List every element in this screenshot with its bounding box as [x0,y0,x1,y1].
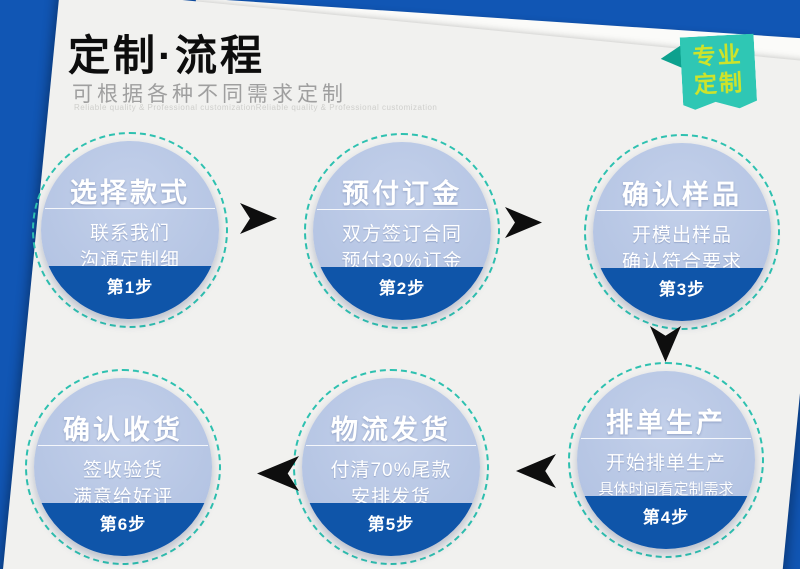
step-circle-body: 确认收货 签收验货 满意给好评 第6步 [34,378,212,556]
page-subtitle: 可根据各种不同需求定制 [72,83,347,106]
step-circle-body: 排单生产 开始排单生产 具体时间看定制需求 第4步 [577,371,755,549]
step-divider [38,445,208,446]
step-title: 确认样品 [622,180,742,210]
step-circle-body: 预付订金 双方签订合同 预付30%订金 第2步 [313,142,491,320]
arrow-right-icon [240,203,277,234]
step-circle-body: 选择款式 联系我们 沟通定制细 第1步 [41,141,219,319]
step-circle-body: 确认样品 开模出样品 确认符合要求 第3步 [593,143,771,321]
step-desc-line: 满意给好评 [72,487,173,508]
step-title: 预付订金 [342,179,462,209]
step-desc-line: 开始排单生产 [605,453,726,474]
watermark-text: Reliable quality & Professional customiz… [74,103,438,112]
step-number-label: 第6步 [99,515,147,534]
step-desc-line: 确认符合要求 [621,252,742,273]
step-number-band: 第2步 [313,267,491,320]
step-divider [317,209,487,210]
step-circle-body: 物流发货 付清70%尾款 安排发货 第5步 [302,378,480,556]
page-title: 定制·流程 [68,32,265,79]
step-number-label: 第2步 [378,279,426,298]
step-divider [306,445,476,446]
step-number-label: 第1步 [106,278,154,297]
step-desc-line: 沟通定制细 [79,250,180,271]
arrow-down-icon [650,326,681,362]
step-number-band: 第3步 [593,268,771,321]
arrow-left-icon [516,454,556,488]
step-number-label: 第3步 [658,280,706,299]
arrow-left-icon [257,456,299,491]
professional-custom-badge: 专业 定制 [656,31,765,132]
step-circle-5: 物流发货 付清70%尾款 安排发货 第5步 [293,369,489,565]
step-title: 排单生产 [606,408,726,438]
step-number-band: 第4步 [577,496,755,549]
step-circle-2: 预付订金 双方签订合同 预付30%订金 第2步 [304,133,500,329]
arrow-right-icon [505,207,542,238]
step-title: 物流发货 [331,415,451,445]
step-circle-4: 排单生产 开始排单生产 具体时间看定制需求 第4步 [568,362,764,558]
step-divider [581,438,751,439]
step-desc-line: 具体时间看定制需求 [598,481,734,498]
badge-line-2: 定制 [693,69,745,98]
step-divider [597,210,767,211]
step-divider [45,208,215,209]
step-desc-line: 预付30%订金 [341,251,463,272]
ribbon-flag-icon: 专业 定制 [680,34,758,114]
step-number-band: 第1步 [41,266,219,319]
step-title: 确认收货 [63,415,183,445]
step-number-band: 第6步 [34,503,212,556]
step-number-band: 第5步 [302,503,480,556]
step-title: 选择款式 [70,178,190,208]
step-desc-line: 安排发货 [350,487,431,508]
step-circle-3: 确认样品 开模出样品 确认符合要求 第3步 [584,134,780,330]
step-desc-line: 付清70%尾款 [330,460,452,481]
step-desc-line: 双方签订合同 [341,224,462,245]
step-circle-1: 选择款式 联系我们 沟通定制细 第1步 [32,132,228,328]
badge-line-1: 专业 [691,41,744,70]
step-circle-6: 确认收货 签收验货 满意给好评 第6步 [25,369,221,565]
step-number-label: 第5步 [367,515,415,534]
step-desc-line: 签收验货 [82,460,163,481]
step-desc-line: 开模出样品 [631,225,732,246]
step-desc-line: 联系我们 [89,223,170,244]
step-number-label: 第4步 [642,508,690,527]
